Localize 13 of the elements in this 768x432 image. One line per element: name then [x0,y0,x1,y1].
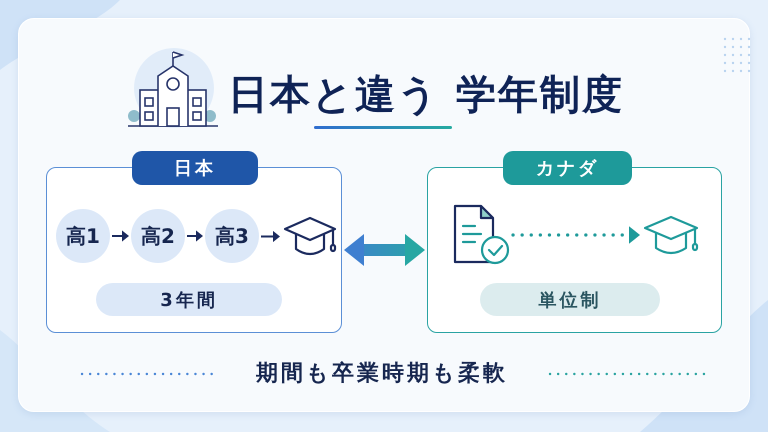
heading-tab: 日本 [132,151,258,185]
arrow [187,230,203,242]
document-check-icon [453,204,511,266]
arrow [112,230,129,242]
arrow [261,230,280,242]
graduation-cap-icon [642,214,700,256]
heading-tab: カナダ [503,151,632,185]
title: 日本と違う 学年制度 [228,71,624,120]
dotted-arrow [511,226,642,244]
caption: 期間も卒業時期も柔軟 [255,360,509,388]
label-pill: 単位制 [480,283,660,316]
double-arrow [344,234,425,266]
label-pill: 3年間 [96,283,282,316]
